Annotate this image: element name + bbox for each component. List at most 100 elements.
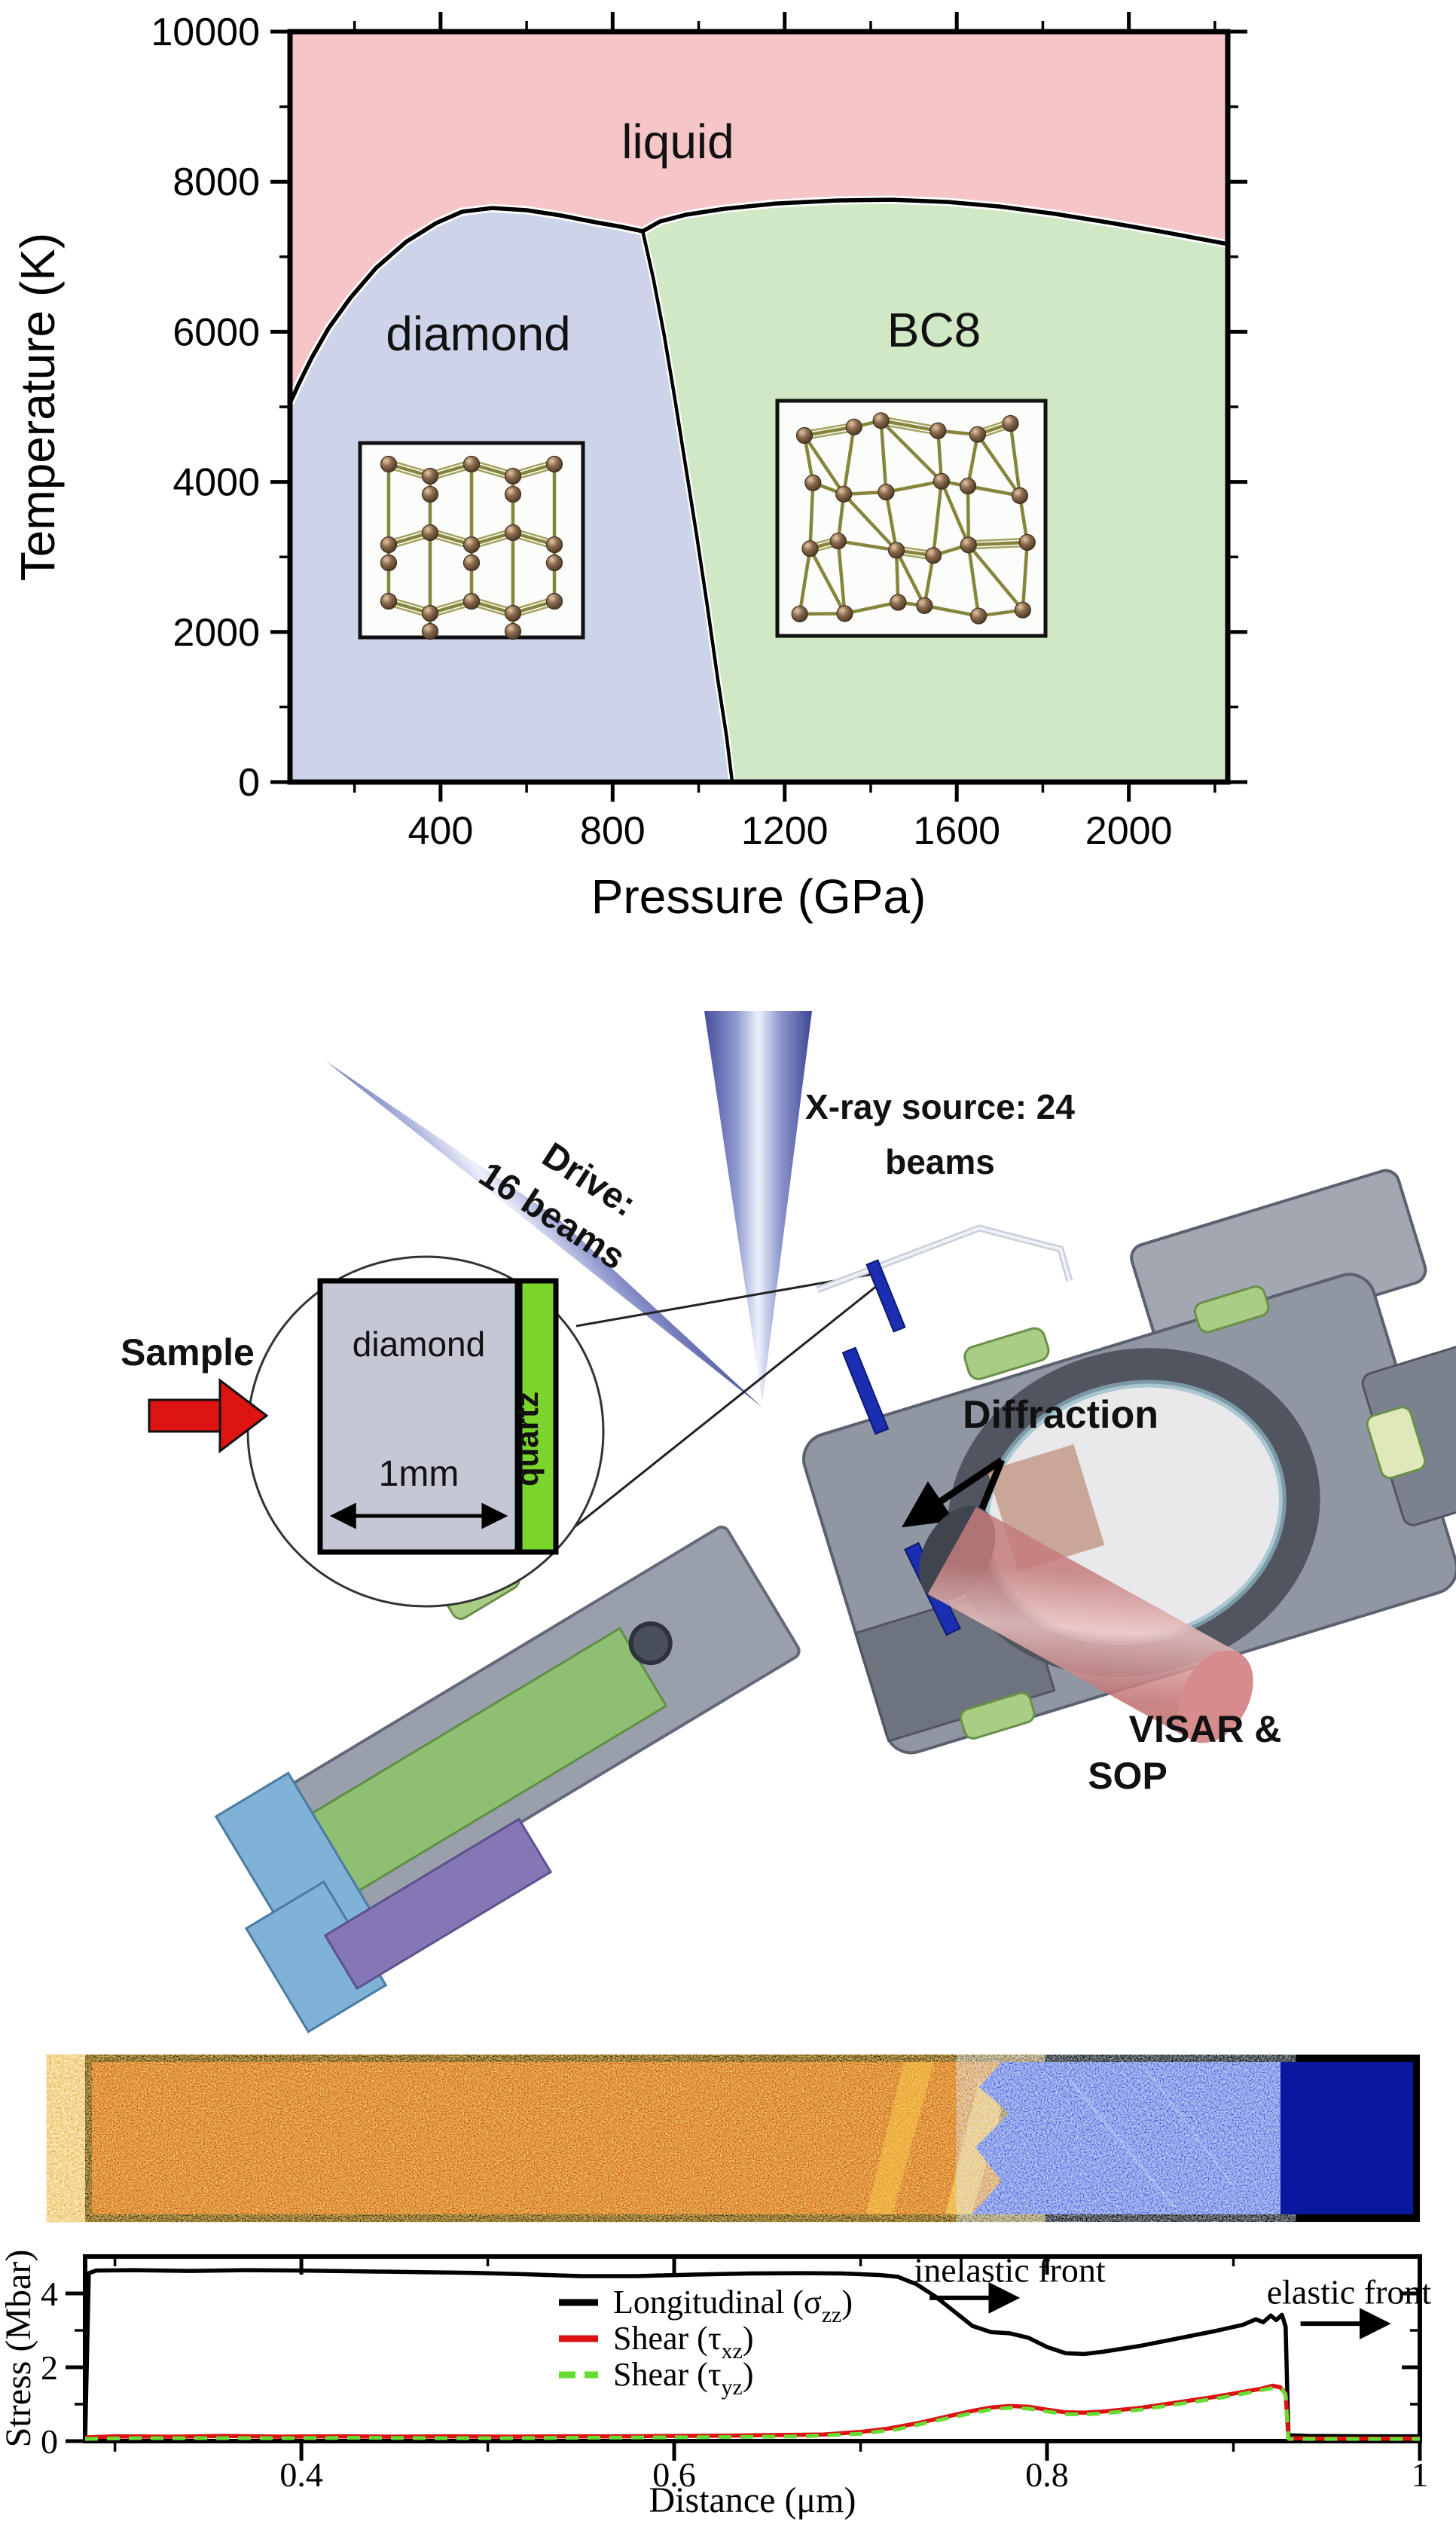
legend-post: ) — [841, 2284, 853, 2321]
region-label-diamond: diamond — [386, 307, 571, 361]
bond — [895, 549, 926, 607]
bond — [966, 434, 980, 487]
bond — [1021, 542, 1030, 610]
xray-label-line2: beams — [885, 1142, 995, 1181]
atom — [804, 474, 822, 491]
y-tick-label: 6000 — [172, 310, 260, 354]
atom — [1002, 414, 1019, 432]
sim-streak-2 — [945, 2079, 1002, 2214]
bond — [804, 425, 855, 438]
legend-post: ) — [743, 2356, 754, 2393]
atom — [890, 594, 907, 611]
visar-beam — [919, 1505, 1253, 1743]
distance-axis-label: Distance (μm) — [649, 2480, 856, 2520]
diamond-structure-inset — [358, 441, 585, 640]
region-label-bc8: BC8 — [887, 303, 981, 357]
inset-border — [775, 399, 1048, 638]
y-tick-label: 8000 — [172, 160, 260, 204]
bond — [966, 544, 981, 616]
bond — [923, 555, 936, 607]
target-plate-2 — [841, 1346, 890, 1435]
bc8-structure-inset — [775, 399, 1048, 638]
drive-label-group: Drive: 16 beams — [472, 1135, 643, 1278]
bond — [936, 430, 944, 481]
phase-boundaries — [285, 195, 1229, 783]
bond — [931, 481, 944, 556]
stress-annotations: inelastic front elastic front — [914, 2250, 1432, 2340]
x-tick-label: 0.6 — [652, 2455, 696, 2494]
atom — [421, 467, 439, 485]
atom — [504, 622, 522, 640]
bond — [881, 419, 939, 432]
atom — [421, 622, 439, 640]
sample-dimension-label: 1mm — [379, 1454, 459, 1494]
atom — [462, 554, 481, 572]
bond — [836, 540, 847, 614]
green-clamp-2 — [1193, 1285, 1270, 1334]
atom — [795, 426, 813, 445]
apparatus-diagram: diamond 1mm quartz Sample Drive: 16 beam… — [121, 1011, 1456, 2034]
annotation-text: inelastic front — [914, 2250, 1105, 2289]
visar-sop-label-line1: VISAR & — [1129, 1708, 1282, 1750]
atom — [545, 455, 563, 473]
region-label-liquid: liquid — [621, 115, 734, 169]
series-1 — [84, 2383, 1420, 2441]
bond — [803, 434, 846, 496]
temperature-axis-label: Temperature (K) — [11, 233, 65, 581]
annotation-text: elastic front — [1267, 2273, 1432, 2312]
atom — [462, 536, 481, 554]
x-tick-label: 1600 — [913, 809, 1000, 853]
legend-sub: yz — [722, 2375, 743, 2400]
atom — [829, 532, 847, 550]
bond — [880, 419, 943, 483]
atom — [836, 605, 853, 622]
diffraction-arrow-1 — [902, 1457, 1004, 1528]
phase-regions — [290, 32, 1228, 783]
atom — [545, 592, 563, 610]
visar-beam-cap — [1177, 1650, 1253, 1743]
atom — [929, 422, 947, 439]
target-plate-1 — [865, 1259, 906, 1333]
atom — [545, 536, 563, 554]
atom — [421, 485, 439, 503]
bond — [967, 543, 1024, 612]
y-tick-label: 10000 — [151, 11, 260, 54]
bond — [923, 603, 979, 618]
atom — [970, 607, 987, 625]
sample-inset: diamond 1mm quartz — [246, 1255, 605, 1608]
bond — [967, 484, 1021, 498]
stress-axis-label: Stress (Mbar) — [0, 2250, 38, 2448]
atom — [878, 484, 895, 501]
bond — [841, 426, 856, 495]
region-liquid — [290, 32, 1228, 403]
x-tick-label: 2000 — [1085, 809, 1173, 853]
atom — [959, 478, 977, 495]
y-tick-label: 4 — [41, 2275, 58, 2313]
atom — [960, 536, 977, 554]
sample-diamond-box — [317, 1278, 520, 1555]
pressure-axis-label: Pressure (GPa) — [591, 869, 926, 924]
sample-quartz-strip — [517, 1278, 559, 1555]
quartz-label: quartz — [509, 1392, 545, 1487]
bond — [976, 433, 1021, 497]
inset-connector-line-2 — [557, 1281, 882, 1542]
atom — [791, 605, 808, 622]
atom — [504, 485, 522, 503]
atom — [872, 412, 890, 429]
atom — [380, 554, 398, 572]
x-tick-label: 1 — [1412, 2455, 1429, 2494]
atom — [462, 455, 481, 473]
bond — [838, 539, 897, 552]
atom — [504, 604, 522, 622]
x-tick-label: 400 — [408, 809, 474, 853]
arm-purple-block — [323, 1817, 553, 1991]
legend-label-longitudinal: Longitudinal (σzz) — [613, 2284, 853, 2327]
atom — [421, 604, 439, 622]
y-tick-label: 2 — [41, 2348, 58, 2387]
solid-boundary-line — [641, 231, 734, 783]
atom — [462, 592, 481, 610]
green-clamp-4 — [960, 1691, 1036, 1740]
xray-label-line1: X-ray source: 24 — [805, 1087, 1075, 1126]
series-2 — [84, 2385, 1420, 2441]
